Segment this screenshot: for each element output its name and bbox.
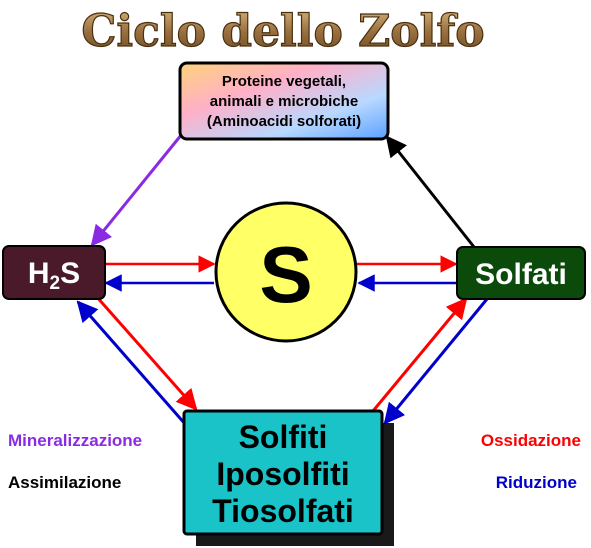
- proteins-line-2: animali e microbiche: [210, 93, 358, 110]
- sulfites-node: Solfiti Iposolfiti Tiosolfati: [182, 409, 394, 546]
- legend-oxidation: Ossidazione: [481, 431, 581, 450]
- sulfur-node: S: [214, 201, 358, 343]
- arrow-sulfates-to-proteins-assimilation: [385, 135, 476, 248]
- sulfites-line-2: Iposolfiti: [216, 456, 349, 492]
- h2s-label: H2S: [28, 257, 80, 294]
- proteins-line-3: (Aminoacidi solforati): [207, 113, 361, 130]
- proteins-line-1: Proteine vegetali,: [222, 73, 346, 90]
- arrow-h2s-to-sulfites-oxidation: [94, 295, 198, 411]
- sulfites-line-1: Solfiti: [239, 419, 328, 455]
- legend-reduction: Riduzione: [496, 473, 577, 492]
- sulfates-label: Solfati: [475, 258, 567, 291]
- arrow-proteins-to-h2s-mineralization: [90, 133, 184, 247]
- arrow-sulfites-to-h2s-reduction: [76, 300, 188, 426]
- arrow-sulfates-to-sulfites-reduction: [383, 298, 489, 425]
- legend-assimilation: Assimilazione: [8, 473, 121, 492]
- diagram-title: Ciclo dello Zolfo: [81, 6, 484, 57]
- sulfites-line-3: Tiosolfati: [212, 493, 354, 529]
- sulfur-label: S: [259, 230, 312, 319]
- legend-mineralization: Mineralizzazione: [8, 431, 142, 450]
- h2s-node: H2S: [2, 245, 106, 300]
- arrow-sulfites-to-sulfates-oxidation: [371, 297, 468, 412]
- proteins-node: Proteine vegetali, animali e microbiche …: [178, 61, 390, 141]
- sulfates-node: Solfati: [456, 246, 586, 300]
